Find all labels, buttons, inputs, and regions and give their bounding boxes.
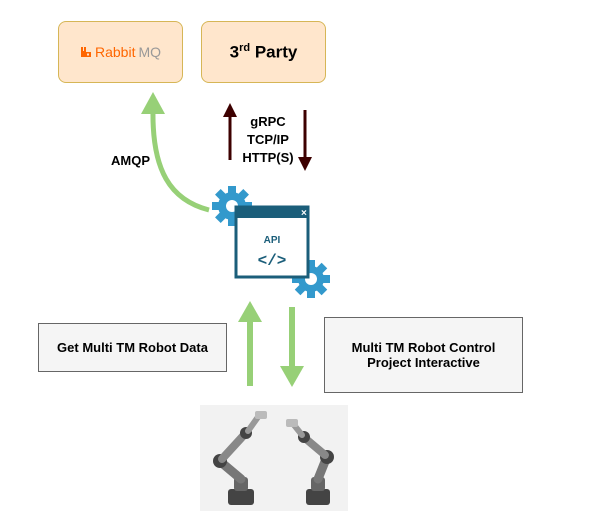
outgoing-protocol-arrow-head [223,103,237,117]
robot-arm-left [213,411,267,505]
robot-arm-right [286,419,334,505]
get-robot-data-box: Get Multi TM Robot Data [38,323,227,372]
api-window-title: API [264,235,281,246]
amqp-arrow [150,109,210,213]
robot-arms-image [200,405,348,511]
robot-control-arrow-head [280,366,304,387]
protocol-grpc: gRPC [250,114,286,129]
get-robot-data-label: Get Multi TM Robot Data [57,340,208,355]
third-party-node: 3rd Party [201,21,326,83]
rabbitmq-icon [80,47,91,57]
incoming-protocol-arrow-head [298,157,312,171]
amqp-arrow-head [141,92,165,114]
third-party-label: 3rd Party [229,41,298,62]
api-window-code: </> [258,252,287,270]
robot-data-arrow-head [238,301,262,322]
rabbitmq-brand: Rabbit [94,44,136,60]
robot-control-line2: Project Interactive [367,355,480,370]
api-window-icon: × API </> [234,205,310,279]
protocol-https: HTTP(S) [242,150,294,165]
protocol-labels: gRPC TCP/IP HTTP(S) [238,113,298,167]
amqp-label: AMQP [111,153,150,168]
api-window-close-icon: × [301,208,307,219]
robot-control-line1: Multi TM Robot Control [351,340,496,355]
protocol-tcpip: TCP/IP [247,132,289,147]
rabbitmq-brand-suffix: MQ [138,44,162,60]
robot-control-box: Multi TM Robot Control Project Interacti… [324,317,523,393]
